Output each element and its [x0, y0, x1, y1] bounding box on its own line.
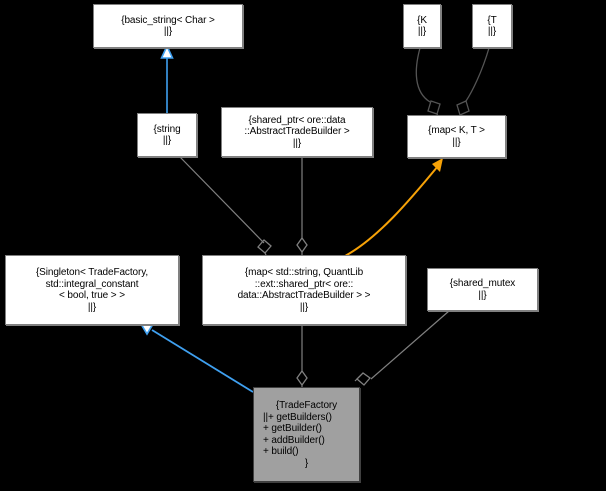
- node-string-line-1: ||}: [162, 135, 172, 146]
- edge-t-to-map-kt: [456, 47, 490, 117]
- node-map-builders-line-3: ||}: [299, 301, 309, 313]
- node-shared-mutex-line-1: ||}: [478, 289, 487, 301]
- node-shared-ptr-line-0: {shared_ptr< ore::data: [248, 114, 346, 126]
- edge-map-builders-to-trade-factory: [296, 325, 308, 387]
- node-singleton-line-3: ||}: [87, 301, 97, 313]
- node-singleton-trade-factory[interactable]: {Singleton< TradeFactory, std::integral_…: [5, 255, 179, 325]
- edge-k-to-map-kt: [415, 47, 441, 117]
- node-string-line-0: {string: [153, 123, 181, 135]
- node-trade-factory[interactable]: {TradeFactory ||+ getBuilders() + getBui…: [253, 387, 360, 482]
- node-string[interactable]: {string ||}: [137, 113, 197, 157]
- node-map-builders-line-2: data::AbstractTradeBuilder > >: [237, 290, 371, 301]
- node-shared-mutex-line-0: {shared_mutex: [449, 278, 516, 289]
- node-k-param-line-0: {K: [417, 14, 427, 26]
- node-singleton-line-0: {Singleton< TradeFactory,: [35, 267, 149, 278]
- node-shared-ptr-line-2: ||}: [292, 137, 302, 149]
- node-trade-factory-member-0: ||+ getBuilders(): [263, 411, 332, 423]
- edge-string-to-basic-string: [160, 44, 174, 113]
- node-map-builders-line-0: {map< std::string, QuantLib: [244, 267, 364, 278]
- edge-string-to-map-builders: [179, 156, 272, 256]
- node-trade-factory-member-3: + build(): [263, 446, 299, 457]
- node-map-builders-line-1: ::ext::shared_ptr< ore::: [254, 278, 354, 290]
- node-shared-ptr-line-1: ::AbstractTradeBuilder >: [244, 126, 350, 138]
- node-trade-factory-member-1: + getBuilder(): [263, 423, 322, 434]
- node-trade-factory-member-2: + addBuilder(): [263, 434, 325, 446]
- node-basic-string[interactable]: {basic_string< Char > ||}: [93, 4, 243, 48]
- node-shared-mutex[interactable]: {shared_mutex ||}: [427, 268, 538, 311]
- node-map-k-t-line-1: ||}: [452, 136, 461, 148]
- node-t-param[interactable]: {T ||}: [472, 4, 512, 48]
- edge-map-builders-to-map-kt: [344, 158, 443, 257]
- node-singleton-line-1: std::integral_constant: [45, 278, 139, 290]
- node-map-k-t[interactable]: {map< K, T > ||}: [407, 115, 506, 158]
- node-t-param-line-1: ||}: [487, 26, 497, 37]
- node-t-param-line-0: {T: [487, 14, 497, 26]
- node-trade-factory-closing: }: [304, 457, 309, 469]
- edge-trade-factory-to-singleton: [139, 323, 254, 393]
- node-singleton-line-2: < bool, true > >: [59, 290, 125, 301]
- node-k-param[interactable]: {K ||}: [403, 4, 441, 48]
- node-map-trade-builders[interactable]: {map< std::string, QuantLib ::ext::share…: [202, 255, 406, 325]
- node-k-param-line-1: ||}: [417, 26, 427, 37]
- node-trade-factory-title: {TradeFactory: [275, 400, 338, 411]
- node-basic-string-line-1: ||}: [163, 26, 173, 37]
- node-map-k-t-line-0: {map< K, T >: [428, 125, 485, 136]
- node-shared-ptr-abstract-trade-builder[interactable]: {shared_ptr< ore::data ::AbstractTradeBu…: [221, 107, 373, 157]
- node-basic-string-line-0: {basic_string< Char >: [121, 14, 215, 26]
- edge-shared-ptr-to-map-builders: [296, 157, 308, 255]
